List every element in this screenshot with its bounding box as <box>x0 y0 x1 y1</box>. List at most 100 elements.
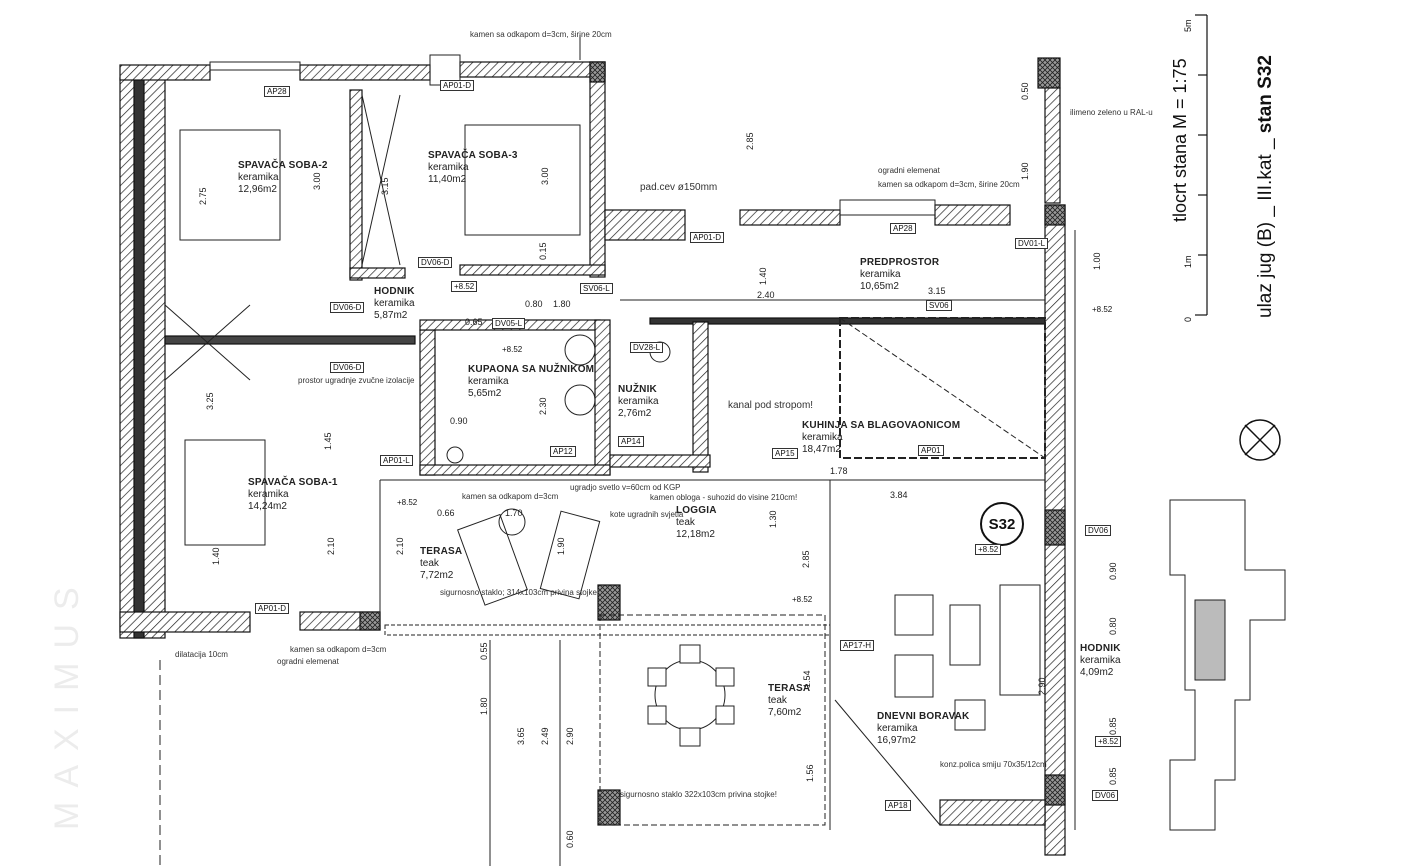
dimension: 1.40 <box>211 547 221 565</box>
dimension: 3.15 <box>928 286 946 296</box>
dimension: 1.80 <box>553 299 571 309</box>
key-plan-minimap <box>1169 499 1286 831</box>
dimension: 0.90 <box>450 416 468 426</box>
dimension: 2.10 <box>326 537 336 555</box>
note-glass-1: sigurnosno staklo; 314x103cm privina sto… <box>440 588 600 597</box>
opening-tag: AP01-D <box>255 603 290 614</box>
opening-tag: DV06-D <box>330 302 365 313</box>
dimension: 0.85 <box>1108 767 1118 785</box>
opening-tag: AP15 <box>772 448 798 459</box>
elevation-mark: +8.52 <box>975 544 1002 555</box>
dimension: 2.85 <box>745 132 755 150</box>
dimension: 0.80 <box>525 299 543 309</box>
dimension: 2.90 <box>1037 677 1047 695</box>
dining-chairs <box>647 644 735 747</box>
dimension: 0.80 <box>1108 617 1118 635</box>
dimension: 1.40 <box>758 267 768 285</box>
elevation-mark: +8.52 <box>395 498 420 507</box>
dimension: 3.00 <box>312 172 322 190</box>
unit-name: stan S32 <box>1255 55 1276 134</box>
dimension: 0.15 <box>538 242 548 260</box>
dimension: 0.60 <box>565 830 575 848</box>
drawing-title: tlocrt stana M = 1:75 <box>1170 58 1190 222</box>
dimension: 1.45 <box>323 432 333 450</box>
scale-bar <box>1195 14 1208 316</box>
dimension: 0.65 <box>465 317 483 327</box>
opening-tag: DV06 <box>1085 525 1112 536</box>
opening-tag: DV06-D <box>330 362 365 373</box>
opening-tag: SV06 <box>926 300 952 311</box>
opening-tag: AP01-D <box>440 80 475 91</box>
note-dilatation: dilatacija 10cm <box>175 650 228 659</box>
opening-tag: DV06 <box>1092 790 1119 801</box>
note-stone-loggia: kamen sa odkapom d=3cm <box>462 492 559 501</box>
dimension: 2.30 <box>538 397 548 415</box>
dimension: 3.84 <box>890 490 908 500</box>
note-stone-bottom: kamen sa odkapom d=3cm <box>290 645 387 654</box>
dimension: 3.00 <box>540 167 550 185</box>
opening-tag: AP01-D <box>690 232 725 243</box>
opening-tag: AP14 <box>618 436 644 447</box>
unit-badge: S32 <box>980 502 1024 546</box>
opening-tag: AP28 <box>890 223 916 234</box>
dimension: 1.00 <box>1092 252 1102 270</box>
dimension: 0.90 <box>1108 562 1118 580</box>
note-wardrobe: prostor ugradnje zvučne izolacije <box>298 376 415 385</box>
opening-tag: AP12 <box>550 446 576 457</box>
opening-tag: AP01 <box>918 445 944 456</box>
note-under-ceiling: kanal pod stropom! <box>728 400 814 411</box>
elevation-mark: +8.52 <box>451 281 478 292</box>
elevation-mark: +8.52 <box>1095 736 1122 747</box>
opening-tag: DV05-L <box>492 318 526 329</box>
location-text: ulaz jug (B) _ III.kat _ <box>1255 133 1276 318</box>
north-arrow-icon <box>1239 419 1281 461</box>
walls <box>119 57 1066 856</box>
opening-tag: SV06-L <box>580 283 613 294</box>
dimension: 0.66 <box>437 508 455 518</box>
note-pipe: pad.cev ø150mm <box>640 182 718 193</box>
note-light: ugradjo svetlo v=60cm od KGP <box>570 483 681 492</box>
dimension: 2.10 <box>395 537 405 555</box>
note-stone-mid: kamen sa odkapom d=3cm, širine 20cm <box>878 180 1020 189</box>
dimension: 1.90 <box>1020 162 1030 180</box>
opening-tag: DV01-L <box>1015 238 1049 249</box>
note-glass-2: sigurnosno staklo 322x103cm privina stoj… <box>620 790 777 799</box>
dimension: 1.80 <box>479 697 489 715</box>
thin-lines <box>159 35 1076 866</box>
dimension: 2.85 <box>801 550 811 568</box>
elevation-mark: +8.52 <box>1090 305 1115 314</box>
opening-tag: AP17-H <box>840 640 875 651</box>
note-fence-mid: ogradni elemenat <box>878 166 940 175</box>
note-painted: ilimeno zeleno u RAL-u <box>1070 108 1153 117</box>
scale-label-0: 0 <box>1183 316 1193 322</box>
dimension: 0.55 <box>479 642 489 660</box>
dimension: 0.85 <box>1108 717 1118 735</box>
note-stone-top: kamen sa odkapom d=3cm, širine 20cm <box>470 30 612 39</box>
elevation-mark: +8.52 <box>790 595 815 604</box>
dimension: 3.65 <box>516 727 526 745</box>
dimension: 1.70 <box>505 508 523 518</box>
dimension: 3.25 <box>205 392 215 410</box>
dimension: 2.75 <box>198 187 208 205</box>
opening-tag: AP28 <box>264 86 290 97</box>
opening-tag: DV06-D <box>418 257 453 268</box>
scale-label-5m: 5m <box>1183 19 1193 32</box>
dimension: 3.15 <box>380 177 390 195</box>
dimension: 1.30 <box>768 510 778 528</box>
dimension: 2.49 <box>540 727 550 745</box>
dimension: 1.56 <box>805 764 815 782</box>
dimension: 2.40 <box>757 290 775 300</box>
dimension: 1.78 <box>830 466 848 476</box>
